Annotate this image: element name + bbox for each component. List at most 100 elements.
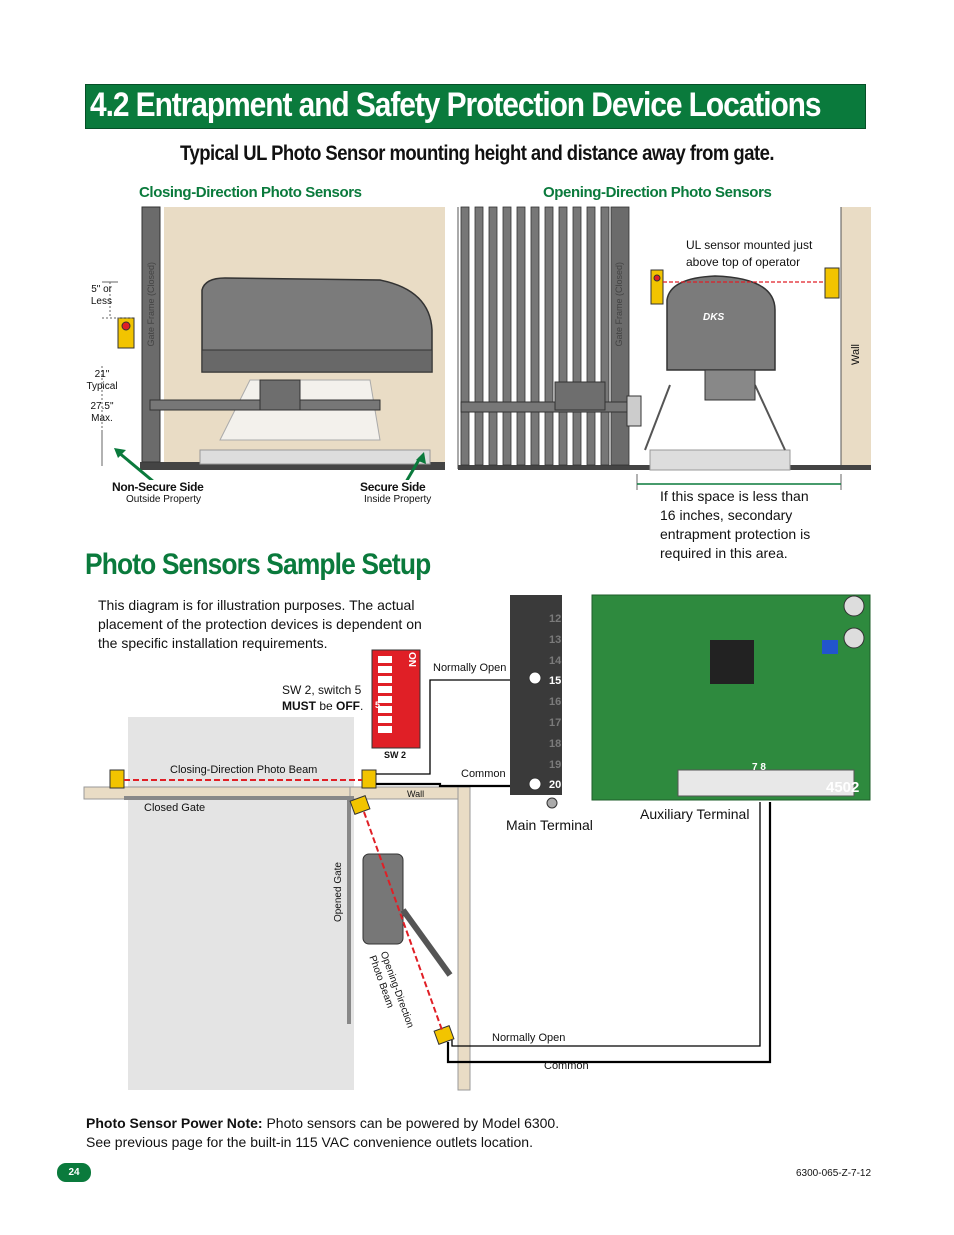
- operator-logo: DKS: [703, 312, 724, 323]
- wire-common-bottom: [446, 802, 772, 1064]
- circuit-board: [591, 594, 871, 801]
- secure-label: Secure Side Inside Property: [360, 480, 431, 506]
- sw-note-line1: SW 2, switch 5: [282, 683, 362, 697]
- terminal-numbers: 12 13 14 15 16 17 18 19 20: [549, 609, 561, 796]
- terminal-18: 18: [549, 737, 562, 750]
- board-chip: [710, 640, 754, 684]
- closing-diagram: [101, 206, 445, 480]
- common-top: Common: [461, 768, 506, 780]
- dim-27-max: 27.5" Max.: [80, 401, 124, 425]
- ul-note-line1: UL sensor mounted just: [686, 238, 813, 252]
- sw2-on-label: ON: [406, 652, 417, 667]
- aux-terminal-block: [677, 769, 855, 797]
- ground-line: [140, 462, 445, 470]
- terminal-20: 20: [549, 779, 562, 792]
- opening-heading: Opening-Direction Photo Sensors: [543, 184, 772, 201]
- wire-no-bottom: [451, 802, 761, 1047]
- power-note-text: Photo sensors can be powered by Model 63…: [262, 1115, 560, 1131]
- common-bottom: Common: [544, 1060, 589, 1072]
- setup-wall-label: Wall: [407, 789, 425, 799]
- wire-common-top: [376, 782, 525, 788]
- non-secure-title: Non-Secure Side: [112, 480, 204, 494]
- gate-sensor-bracket: [626, 395, 642, 427]
- intro-line3: the specific installation requirements.: [98, 635, 328, 651]
- concrete-pad: [199, 449, 431, 465]
- sw-note: SW 2, switch 5 MUST be OFF.: [282, 682, 363, 714]
- dim-21-line2: Typical: [86, 381, 118, 392]
- closing-heading: Closing-Direction Photo Sensors: [139, 184, 362, 201]
- main-terminal-label: Main Terminal: [506, 817, 593, 833]
- aux-terminal-label: Auxiliary Terminal: [640, 806, 750, 822]
- opening-arm-bracket: [554, 381, 606, 411]
- opening-arm: [460, 401, 642, 413]
- terminal-15: 15: [549, 675, 562, 688]
- closed-gate-label: Closed Gate: [144, 802, 206, 814]
- setup-diagram: [83, 594, 871, 1091]
- gate-bars: [460, 206, 630, 466]
- opening-operator-housing: [666, 275, 776, 371]
- non-secure-sub: Outside Property: [126, 494, 202, 505]
- operator-base: [201, 349, 433, 373]
- wire-no-top: [376, 679, 525, 775]
- board-model: 4502: [826, 779, 860, 796]
- opening-gate-frame-label: Gate Frame (Closed): [614, 262, 624, 347]
- page-title: 4.2 Entrapment and Safety Protection Dev…: [90, 86, 822, 124]
- closed-gate-bar: [124, 796, 354, 800]
- board-dial: [822, 640, 838, 654]
- sw2-toggles: [378, 656, 392, 733]
- closing-gate-frame-label: Gate Frame (Closed): [146, 262, 156, 347]
- sw-note-off: OFF: [336, 699, 361, 713]
- dim-21-typical: 21" Typical: [80, 369, 124, 393]
- secure-title: Secure Side: [360, 480, 426, 494]
- opening-sensor-wall: [433, 1025, 455, 1045]
- terminal-16: 16: [549, 696, 562, 709]
- normally-open-bottom: Normally Open: [492, 1032, 566, 1044]
- doc-id: 6300-065-Z-7-12: [796, 1168, 872, 1179]
- opening-concrete-pad: [649, 449, 791, 471]
- space-note-line3: entrapment protection is: [660, 526, 811, 542]
- space-note-line2: 16 inches, secondary: [660, 507, 793, 523]
- closing-sensor-left: [109, 769, 125, 789]
- closing-beam-label: Closing-Direction Photo Beam: [170, 764, 318, 776]
- opening-beam-line: [363, 811, 443, 1031]
- secure-sub: Inside Property: [364, 494, 432, 505]
- power-note-label: Photo Sensor Power Note:: [86, 1115, 263, 1131]
- space-note-line1: If this space is less than: [660, 488, 809, 504]
- sw-note-must: MUST: [282, 699, 316, 713]
- terminal-14: 14: [549, 654, 562, 667]
- main-terminal-block: [510, 595, 562, 795]
- space-note-line4: required in this area.: [660, 545, 788, 561]
- aux-numbers: 7 8: [752, 762, 766, 773]
- space-note: If this space is less than 16 inches, se…: [660, 487, 810, 563]
- terminal-screws: [528, 671, 542, 791]
- arm-bracket: [259, 379, 301, 411]
- dim-21-line1: 21": [94, 369, 110, 380]
- gate-post: [141, 206, 161, 463]
- dim-5-line2: Less: [90, 296, 112, 307]
- setup-operator: [362, 853, 404, 945]
- title-banner: [85, 84, 866, 129]
- terminal-17: 17: [549, 716, 562, 729]
- sw-note-be: be: [316, 699, 337, 713]
- terminal-13: 13: [549, 633, 562, 646]
- setup-operator-arm: [400, 908, 453, 977]
- wall-label: Wall: [850, 344, 862, 365]
- wall-side: [457, 786, 471, 1091]
- terminal-19: 19: [549, 758, 562, 771]
- sw-note-end: .: [360, 699, 364, 713]
- dim-5-or-less: 5" or Less: [86, 284, 112, 308]
- wall: [841, 207, 871, 469]
- opened-gate-bar: [347, 796, 351, 1024]
- ul-note-line2: above top of operator: [686, 255, 801, 269]
- page-subtitle: Typical UL Photo Sensor mounting height …: [180, 142, 774, 165]
- non-secure-arrow: [117, 450, 154, 480]
- setup-heading: Photo Sensors Sample Setup: [85, 548, 431, 581]
- dim-27-line1: 27.5": [90, 401, 114, 412]
- secure-arrow: [405, 457, 422, 480]
- terminal-12: 12: [549, 613, 562, 625]
- operator-housing: [201, 277, 433, 373]
- opening-sensor-wall: [824, 267, 840, 299]
- intro-line2: placement of the protection devices is d…: [98, 616, 422, 632]
- intro-line1: This diagram is for illustration purpose…: [98, 597, 415, 613]
- non-secure-label: Non-Secure Side Outside Property: [112, 480, 204, 506]
